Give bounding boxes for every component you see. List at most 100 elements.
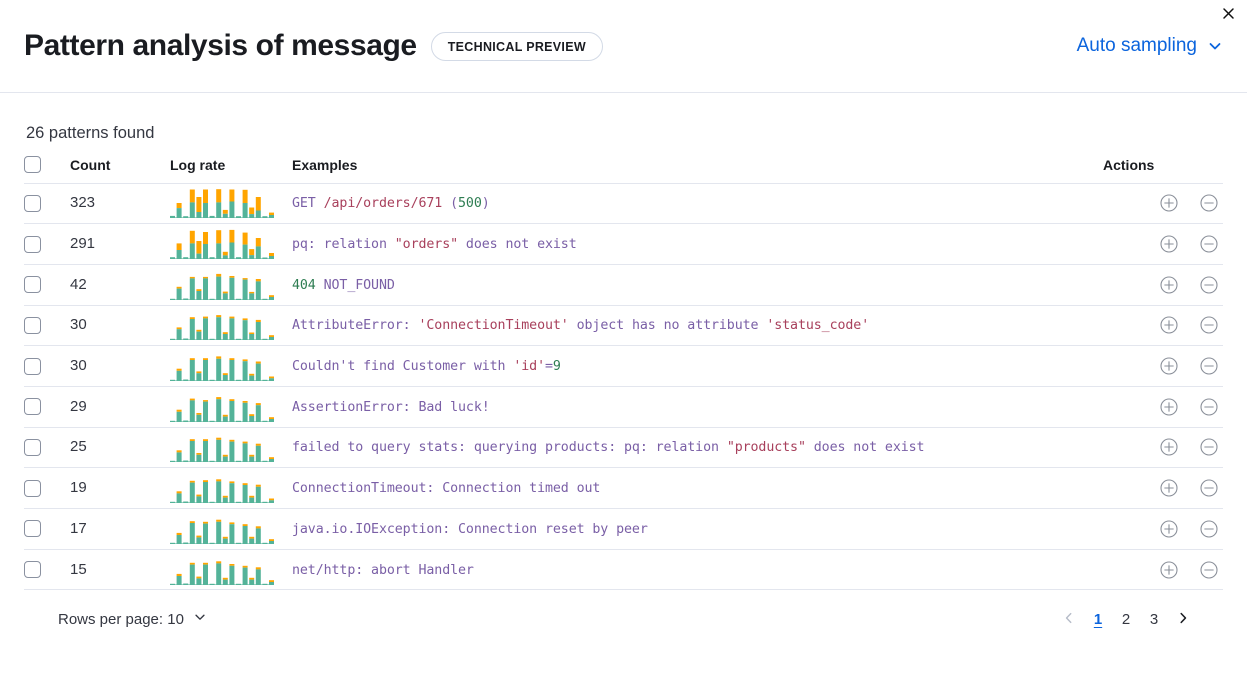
minus-circle-icon[interactable] [1199,315,1219,335]
example-cell: AssertionError: Bad luck! [292,386,1103,428]
row-select-cell [24,386,70,428]
column-header-count: Count [70,155,170,184]
minus-circle-icon[interactable] [1199,397,1219,417]
rows-per-page-label: Rows per page: 10 [58,610,184,628]
minus-circle-icon[interactable] [1199,234,1219,254]
count-value: 19 [70,479,87,497]
plus-circle-icon[interactable] [1159,560,1179,580]
log-rate-sparkline [170,392,292,422]
pagination-next-button[interactable] [1175,611,1191,627]
close-button[interactable] [1215,2,1241,28]
count-cell: 25 [70,427,170,469]
actions-cell [1103,508,1223,550]
count-value: 29 [70,397,87,415]
table-row: 25 failed to query stats: querying produc… [24,427,1223,469]
actions-cell [1103,549,1223,591]
log-rate-cell [170,305,292,347]
auto-sampling-label: Auto sampling [1076,35,1197,56]
rows-per-page-button[interactable]: Rows per page: 10 [58,610,207,628]
row-checkbox[interactable] [24,194,41,212]
example-text: failed to query stats: querying products… [292,440,925,456]
row-select-cell [24,183,70,225]
log-rate-cell [170,467,292,509]
minus-circle-icon[interactable] [1199,519,1219,539]
minus-circle-icon[interactable] [1199,193,1219,213]
row-checkbox[interactable] [24,520,41,538]
column-header-actions: Actions [1103,155,1223,184]
example-cell: pq: relation "orders" does not exist [292,223,1103,265]
count-value: 323 [70,194,96,212]
count-value: 15 [70,560,87,578]
table-row: 291 pq: relation "orders" does not exist [24,223,1223,265]
row-checkbox[interactable] [24,235,41,253]
panel-header: Pattern analysis of message TECHNICAL PR… [0,0,1247,93]
count-cell: 30 [70,305,170,347]
row-checkbox[interactable] [24,561,41,579]
actions-cell [1103,345,1223,387]
table-header-row: Count Log rate Examples Actions [24,155,1223,184]
minus-circle-icon[interactable] [1199,560,1219,580]
count-value: 30 [70,316,87,334]
table-body: 323 GET /api/orders/671 (500) 291 pq: relat… [24,183,1223,591]
minus-circle-icon[interactable] [1199,478,1219,498]
count-cell: 291 [70,223,170,265]
example-text: ConnectionTimeout: Connection timed out [292,481,601,497]
table-row: 323 GET /api/orders/671 (500) [24,183,1223,225]
log-rate-sparkline [170,555,292,585]
table-row: 19 ConnectionTimeout: Connection timed ou… [24,467,1223,509]
actions-cell [1103,427,1223,469]
auto-sampling-button[interactable]: Auto sampling [1077,35,1223,57]
row-checkbox[interactable] [24,438,41,456]
log-rate-cell [170,223,292,265]
chevron-down-icon [193,610,207,628]
pagination-page-3[interactable]: 3 [1147,611,1161,628]
example-cell: java.io.IOException: Connection reset by… [292,508,1103,550]
log-rate-cell [170,508,292,550]
count-cell: 30 [70,345,170,387]
plus-circle-icon[interactable] [1159,193,1179,213]
row-select-cell [24,264,70,306]
minus-circle-icon[interactable] [1199,275,1219,295]
row-select-cell [24,223,70,265]
example-text: GET /api/orders/671 (500) [292,196,490,212]
actions-cell [1103,264,1223,306]
log-rate-sparkline [170,188,292,219]
plus-circle-icon[interactable] [1159,519,1179,539]
row-checkbox[interactable] [24,276,41,294]
pagination-page-1[interactable]: 1 [1091,611,1105,628]
actions-cell [1103,386,1223,428]
minus-circle-icon[interactable] [1199,356,1219,376]
row-checkbox[interactable] [24,357,41,375]
plus-circle-icon[interactable] [1159,315,1179,335]
column-header-examples: Examples [292,155,1103,184]
minus-circle-icon[interactable] [1199,437,1219,457]
plus-circle-icon[interactable] [1159,478,1179,498]
column-header-log-rate: Log rate [170,155,292,184]
pagination-page-2[interactable]: 2 [1119,611,1133,628]
pagination-prev-button[interactable] [1061,611,1077,627]
row-checkbox[interactable] [24,479,41,497]
plus-circle-icon[interactable] [1159,437,1179,457]
row-checkbox[interactable] [24,316,41,334]
plus-circle-icon[interactable] [1159,356,1179,376]
plus-circle-icon[interactable] [1159,234,1179,254]
example-cell: 404 NOT_FOUND [292,264,1103,306]
row-checkbox[interactable] [24,398,41,416]
plus-circle-icon[interactable] [1159,397,1179,417]
row-select-cell [24,427,70,469]
chevron-right-icon [1176,611,1190,628]
example-text: java.io.IOException: Connection reset by… [292,521,648,537]
select-all-checkbox[interactable] [24,155,41,173]
count-value: 42 [70,275,87,293]
patterns-table: Count Log rate Examples Actions 323 GET /… [24,155,1223,591]
patterns-found-count: 26 patterns found [26,124,155,142]
plus-circle-icon[interactable] [1159,275,1179,295]
example-cell: GET /api/orders/671 (500) [292,183,1103,225]
